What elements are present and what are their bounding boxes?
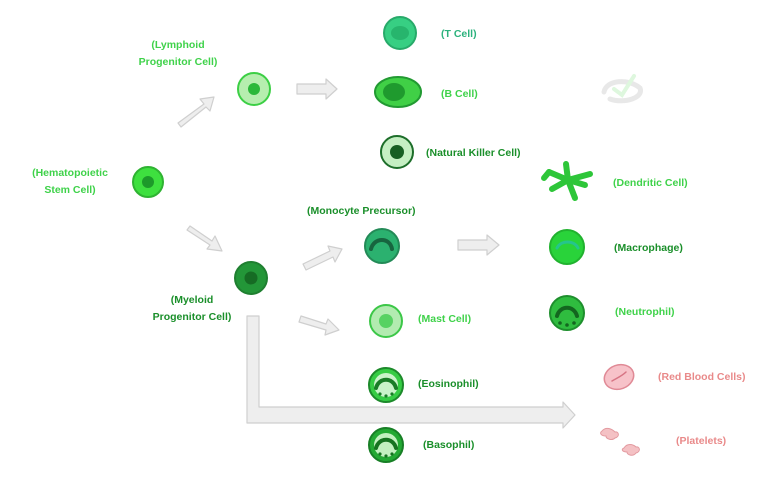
basophil-icon [368, 427, 404, 463]
lymphoid-progenitor-label: (Lymphoid Progenitor Cell) [128, 37, 228, 71]
mast-cell-icon [369, 304, 403, 338]
platelets-label: (Platelets) [676, 435, 727, 447]
macrophage-icon [549, 229, 585, 265]
neutrophil-icon [549, 295, 585, 331]
b-cell-icon [374, 76, 422, 108]
nk-cell-icon [380, 135, 414, 169]
myeloid-label-line1: (Myeloid [170, 294, 214, 306]
t-cell-label: (T Cell) [441, 28, 477, 40]
nk-cell-label: (Natural Killer Cell) [426, 147, 521, 159]
hsc-label-line1: (Hematopoietic [32, 167, 108, 179]
arrow-monocyte-to-macrophage [457, 234, 500, 256]
t-cell-icon [383, 16, 417, 50]
mast-cell-label: (Mast Cell) [418, 313, 472, 325]
dendritic-cell-label: (Dendritic Cell) [613, 177, 688, 189]
eosinophil-label: (Eosinophil) [418, 378, 479, 390]
hsc-cell-icon [132, 166, 164, 198]
arrow-myeloid-to-rbc-platelets [246, 315, 576, 429]
platelets-icon [600, 427, 640, 456]
myeloid-label-line2: Progenitor Cell) [152, 311, 232, 323]
arrow-myeloid-to-mast [298, 315, 340, 336]
arrow-hsc-to-myeloid [186, 225, 223, 252]
hsc-label: (Hematopoietic Stem Cell) [20, 165, 120, 199]
b-cell-label: (B Cell) [441, 88, 478, 100]
lymphoid-progenitor-icon [237, 72, 271, 106]
monocyte-precursor-icon [364, 228, 400, 264]
arrow-myeloid-to-monocyte [302, 245, 343, 271]
lymphoid-label-line2: Progenitor Cell) [138, 56, 218, 68]
red-blood-cells-label: (Red Blood Cells) [658, 371, 746, 383]
macrophage-label: (Macrophage) [614, 242, 683, 254]
basophil-label: (Basophil) [423, 439, 475, 451]
lymphoid-label-line1: (Lymphoid [151, 39, 205, 51]
red-blood-cell-icon [603, 363, 635, 391]
arrow-lymphoid-to-lymphocytes [296, 78, 338, 100]
hsc-label-line2: Stem Cell) [44, 184, 96, 196]
neutrophil-label: (Neutrophil) [615, 306, 675, 318]
myeloid-progenitor-icon [234, 261, 268, 295]
arrow-hsc-to-lymphoid [177, 96, 215, 128]
faded-check-icon [601, 74, 643, 104]
monocyte-precursor-label: (Monocyte Precursor) [307, 205, 416, 217]
eosinophil-icon [368, 367, 404, 403]
dendritic-cell-icon [541, 161, 593, 201]
myeloid-progenitor-label: (Myeloid Progenitor Cell) [142, 292, 242, 326]
